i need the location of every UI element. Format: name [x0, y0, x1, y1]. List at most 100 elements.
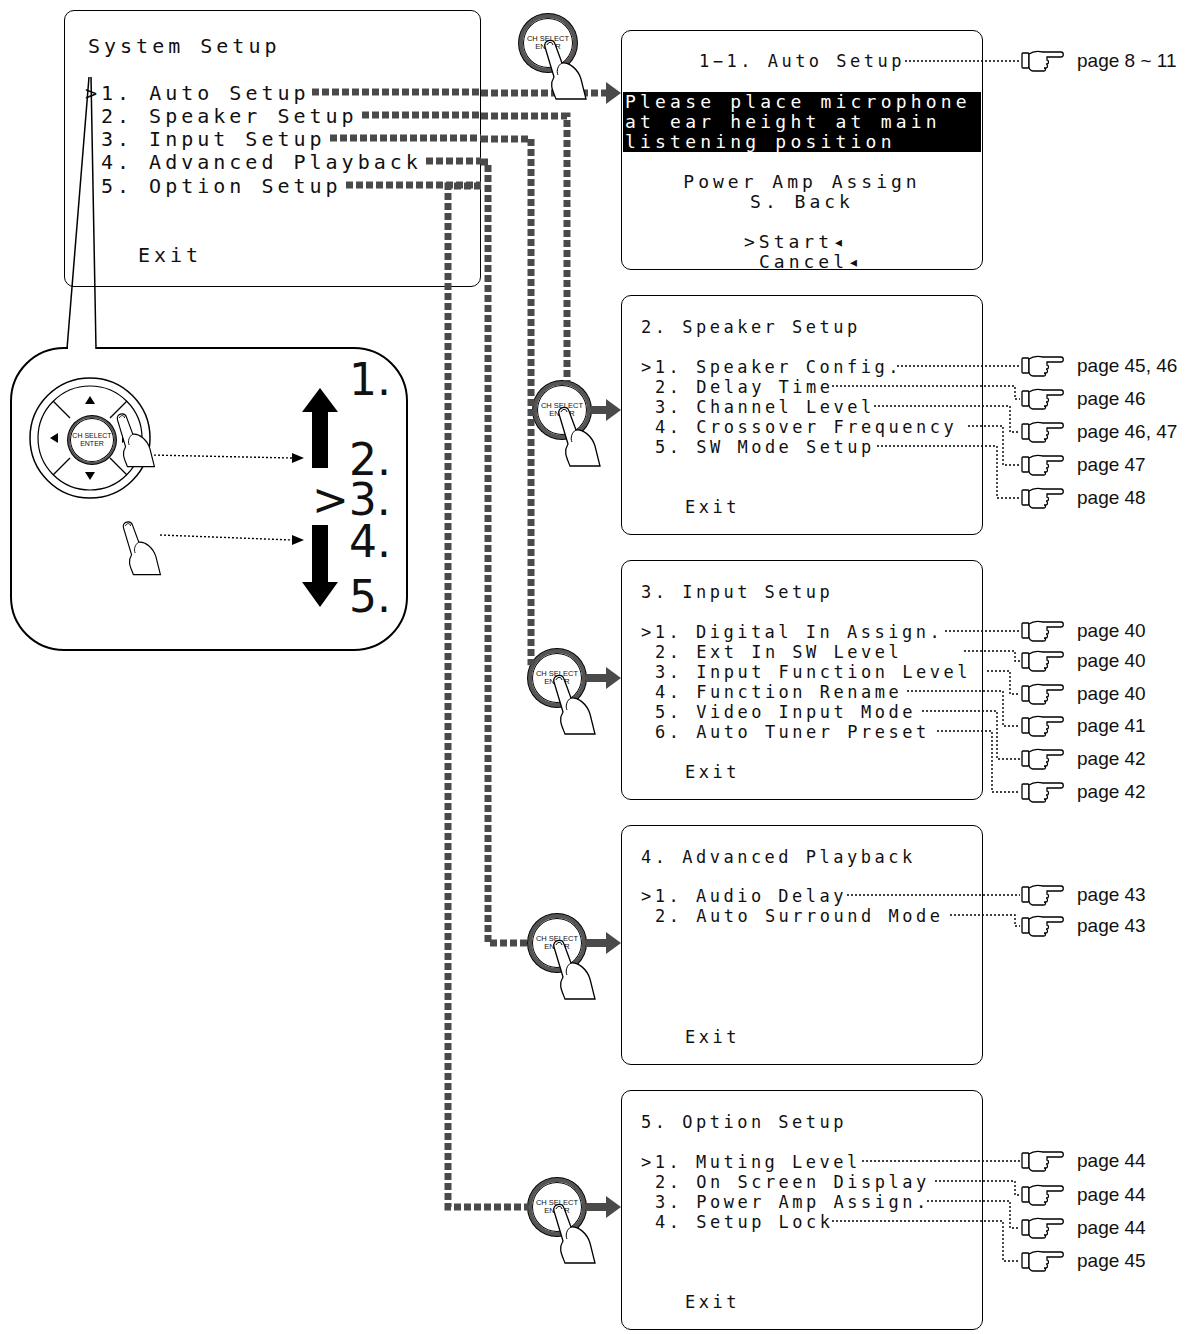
dpad-divider	[110, 401, 127, 418]
connector-line	[481, 162, 528, 943]
connector	[481, 116, 567, 381]
page-reference: page 42	[1077, 780, 1146, 804]
step-number: >3.	[312, 476, 391, 524]
menu-item: 5. Video Input Mode	[655, 702, 916, 722]
arrowhead	[606, 82, 621, 104]
pointing-hand-icon	[1022, 916, 1063, 936]
menu-item: 2. Ext In SW Level	[655, 642, 902, 662]
arrowhead	[606, 1196, 621, 1218]
connector	[586, 667, 621, 689]
menu-item: Cancel◂	[759, 252, 863, 272]
button-label: CH SELECT ENTER	[526, 35, 570, 51]
menu-item: 5. SW Mode Setup	[655, 437, 875, 457]
pointing-hand-icon	[1022, 684, 1063, 704]
page-reference: page 45, 46	[1077, 354, 1177, 378]
menu-item: 2. Speaker Setup	[101, 104, 358, 128]
instruction-band: Please place microphone at ear height at…	[623, 92, 981, 152]
menu-item: 5. Option Setup	[101, 174, 342, 198]
menu-item: S. Back	[622, 192, 982, 212]
menu-item: 3. Power Amp Assign.	[655, 1192, 930, 1212]
page-reference: page 46	[1077, 387, 1146, 411]
page-reference: page 43	[1077, 914, 1146, 938]
pointing-hand-icon	[1022, 389, 1063, 409]
menu-screen: System Setup >1. Auto Setup2. Speaker Set…	[64, 10, 481, 287]
menu-screen: 3. Input Setup>1. Digital In Assign.2. E…	[621, 560, 983, 800]
button-label: CH SELECT ENTER	[71, 432, 113, 448]
pointing-hand-icon	[1022, 1151, 1063, 1171]
page-reference: page 40	[1077, 682, 1146, 706]
step-number: 5.	[349, 573, 391, 621]
dpad-leader-head	[292, 535, 304, 545]
menu-item: 3. Channel Level	[655, 397, 875, 417]
menu-item: Exit	[138, 243, 202, 267]
page-reference: page 45	[1077, 1249, 1146, 1273]
menu-item: Power Amp Assign	[622, 172, 982, 192]
menu-item: >1. Digital In Assign.	[641, 622, 943, 642]
menu-title: 4. Advanced Playback	[641, 847, 916, 867]
menu-item: >Start◂	[744, 232, 848, 252]
menu-item: Exit	[685, 497, 740, 517]
page-reference: page 44	[1077, 1216, 1146, 1240]
connector-line	[481, 139, 531, 665]
remote-dpad	[30, 378, 338, 607]
page-reference: page 44	[1077, 1183, 1146, 1207]
dpad-down-arrow	[85, 472, 95, 480]
button-label: CH SELECT ENTER	[535, 1199, 579, 1215]
menu-item: Exit	[685, 762, 740, 782]
menu-item: 2. Auto Surround Mode	[655, 906, 943, 926]
dpad-divider	[110, 458, 127, 475]
menu-item: 2. On Screen Display	[655, 1172, 930, 1192]
pointing-hand-icon	[1022, 356, 1063, 376]
dpad-leader-head	[292, 453, 304, 463]
menu-item: 2. Delay Time	[655, 377, 834, 397]
button-label: CH SELECT ENTER	[535, 670, 579, 686]
callout-bubble: 1.2.>3.4.5.CH SELECT ENTER	[10, 347, 408, 651]
connector-line	[481, 90, 608, 97]
pointing-hand-icon	[1022, 1218, 1063, 1238]
pointing-hand-icon	[1022, 651, 1063, 671]
pointing-hand-icon	[1022, 716, 1063, 736]
pointing-hand-icon	[1022, 488, 1063, 508]
dpad-divider	[53, 458, 70, 475]
pointing-hand-icon	[1022, 1185, 1063, 1205]
menu-item: >1. Auto Setup	[85, 81, 310, 105]
connector	[591, 399, 621, 421]
page-icons	[1022, 51, 1063, 1271]
menu-screen: 5. Option Setup >1. Muting Level2. On Scr…	[621, 1090, 983, 1330]
page-reference: page 44	[1077, 1149, 1146, 1173]
page-reference: page 43	[1077, 883, 1146, 907]
enter-button: CH SELECT ENTER	[528, 649, 586, 707]
menu-item: >1. Muting Level	[641, 1152, 861, 1172]
pointing-hand-icon	[1022, 51, 1063, 71]
connector	[481, 82, 621, 104]
dpad-right-arrow	[122, 433, 130, 443]
pointing-hand-icon	[1022, 782, 1063, 802]
page-reference: page 48	[1077, 486, 1146, 510]
page-reference: page 41	[1077, 714, 1146, 738]
menu-title: 1−1. Auto Setup	[622, 51, 982, 71]
connector	[586, 932, 621, 954]
down-arrow	[302, 525, 338, 607]
up-arrow	[302, 388, 338, 468]
menu-item: Exit	[685, 1292, 740, 1312]
enter-button: CH SELECT ENTER	[528, 1178, 586, 1236]
page-reference: page 42	[1077, 747, 1146, 771]
menu-item: >1. Speaker Config.	[641, 357, 902, 377]
menu-title: System Setup	[88, 34, 281, 58]
menu-title: 5. Option Setup	[641, 1112, 847, 1132]
arrowhead	[606, 932, 621, 954]
enter-button: CH SELECT ENTER	[68, 416, 116, 464]
menu-screen: 2. Speaker Setup>1. Speaker Config.2. De…	[621, 295, 983, 535]
menu-item: 4. Setup Lock	[655, 1212, 834, 1232]
button-label: CH SELECT ENTER	[540, 402, 584, 418]
arrowhead	[606, 667, 621, 689]
connector	[481, 162, 528, 943]
enter-button: CH SELECT ENTER	[533, 381, 591, 439]
connector-line	[481, 116, 567, 381]
dpad-left-arrow	[50, 433, 58, 443]
menu-screen: 4. Advanced Playback>1. Audio Delay2. Au…	[621, 825, 983, 1065]
dpad-up-arrow	[85, 396, 95, 404]
dpad-outer	[30, 378, 150, 498]
connector	[448, 186, 528, 1207]
